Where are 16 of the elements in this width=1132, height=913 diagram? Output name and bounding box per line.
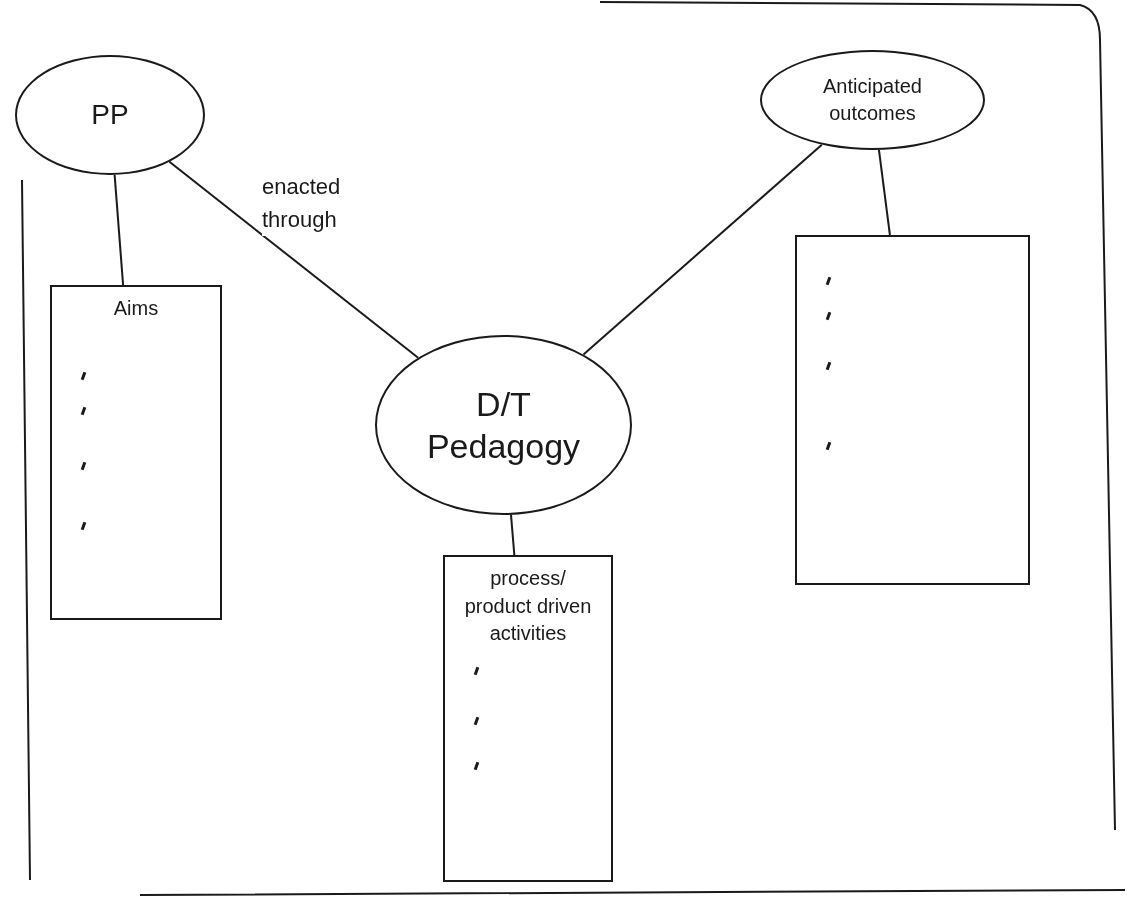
node-text: D/T Pedagogy: [425, 383, 582, 467]
ellipse-node: [760, 50, 985, 150]
list-box: [50, 285, 222, 620]
list-box: [795, 235, 1030, 585]
node-text: process/ product driven activities: [463, 566, 593, 646]
list-box: [443, 555, 613, 882]
node-text: PP: [91, 98, 129, 132]
ellipse-node: [375, 335, 632, 515]
connector-line: [510, 513, 516, 556]
node-text: Aims: [113, 296, 159, 321]
connector-line: [168, 160, 420, 359]
connector-line: [582, 143, 823, 356]
node-text: Anticipated outcomes: [822, 73, 923, 126]
ellipse-node: [15, 55, 205, 175]
connector-line: [877, 148, 891, 236]
connector-line: [113, 173, 125, 286]
